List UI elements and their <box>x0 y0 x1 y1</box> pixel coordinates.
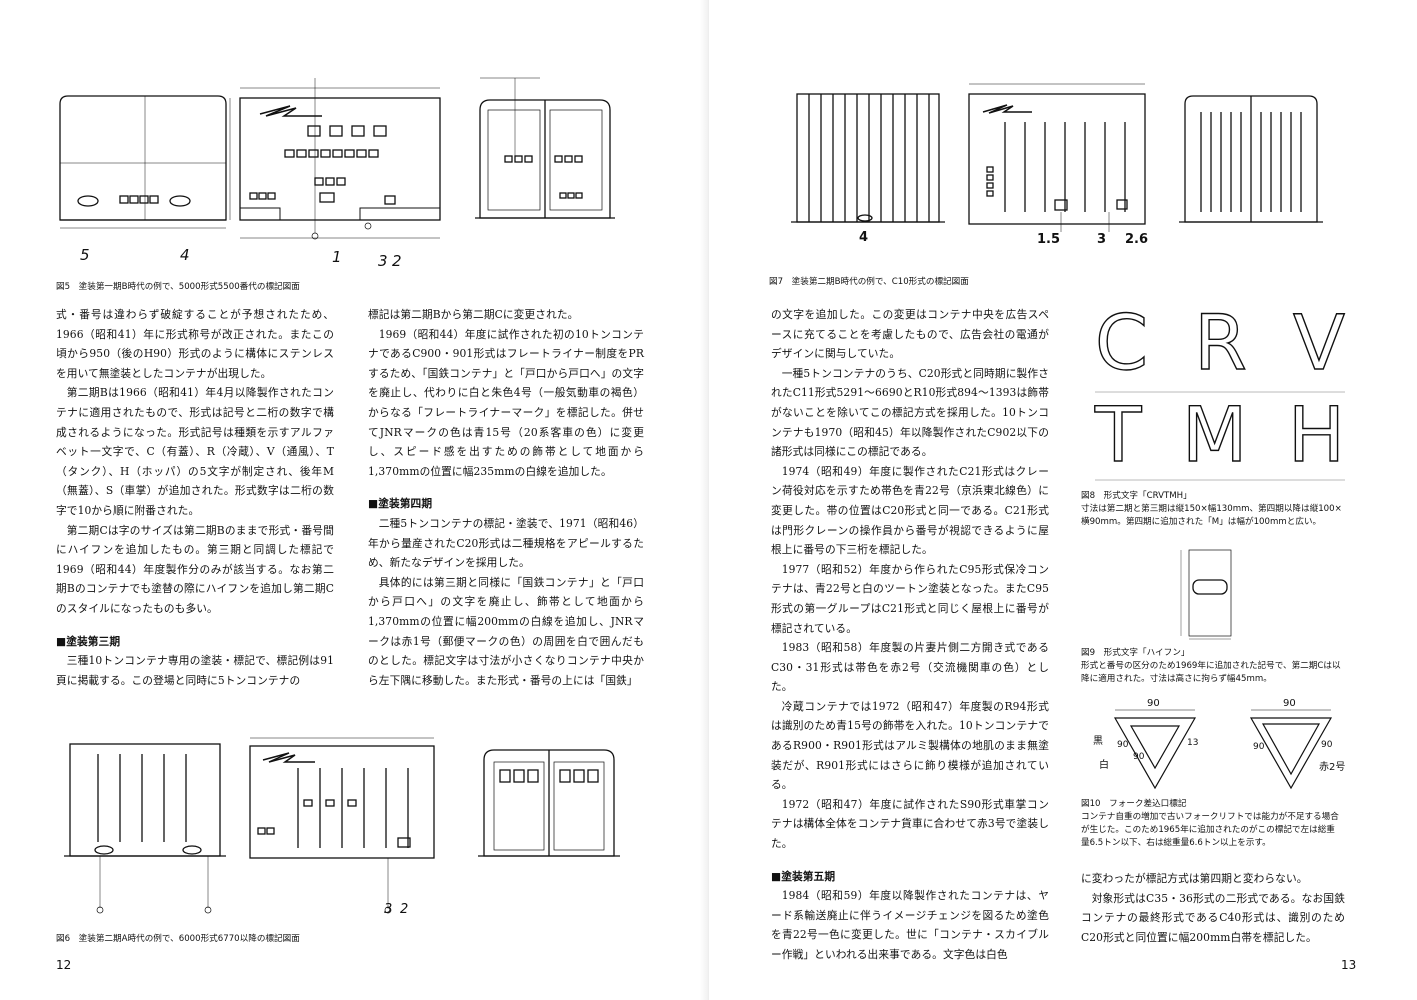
letter-v: V <box>1292 298 1345 387</box>
fig5-callout: 3 <box>378 252 388 270</box>
fig5-callout: 2 <box>392 252 402 270</box>
section-heading: ■塗装第五期 <box>771 869 836 883</box>
figure-9-caption: 図9 形式文字「ハイフン」 形式と番号の区分のため1969年に追加された記号で、… <box>1081 648 1341 684</box>
figure-6-drawing: 3 2 <box>58 730 658 920</box>
fig7-callout: 4 <box>859 230 869 245</box>
body-paragraph: 1977（昭和52）年度から作られたC95形式保冷コンテナは、青22号と白のツー… <box>771 562 1049 635</box>
right-page: 4 1.5 3 2.6 図7 塗装第二期B時代の例で、C10形式の標記図面 の文… <box>709 0 1417 1000</box>
section-heading: ■塗装第四期 <box>368 497 433 511</box>
figure-7-caption: 図7 塗装第二期B時代の例で、C10形式の標記図面 <box>769 277 969 287</box>
figure-5-drawing: 5 4 1 3 2 <box>50 68 660 273</box>
figure-7-drawing: 4 1.5 3 2.6 <box>787 72 1387 262</box>
figure-10-caption: 図10 フォーク差込口標記 コンテナ自重の増加で古いフォークリフトでは能力が不足… <box>1081 799 1339 848</box>
fig10-dim: 13 <box>1187 738 1199 748</box>
fig10-dim: 90 <box>1253 742 1265 752</box>
body-paragraph: 第二期Bは1966（昭和41）年4月以降製作されたコンテナに適用されたもので、形… <box>56 386 334 517</box>
body-paragraph: 一種5トンコンテナのうち、C20形式と同時期に製作されたC11形式5291～66… <box>771 366 1049 459</box>
fig6-callout: 3 <box>384 902 393 917</box>
fig6-callout: 2 <box>400 902 409 917</box>
body-paragraph: 標記は第二期Bから第二期Cに変更された。 <box>368 308 579 321</box>
letter-c: C <box>1094 298 1149 387</box>
figure-8-letters: C R V T M H <box>1094 298 1346 484</box>
figure-5-caption: 図5 塗装第一期B時代の例で、5000形式5500番代の標記図面 <box>56 282 300 292</box>
figure-9-hyphen <box>1175 546 1245 642</box>
body-paragraph: 1969（昭和44）年度に試作された初の10トンコンテナであるC900・901形… <box>368 327 644 478</box>
fig7-callout: 3 <box>1097 232 1107 247</box>
figure-10-fork-marks: 90 90 90 13 黒 白 90 90 90 赤2号 <box>1087 698 1357 800</box>
right-text-column-1: の文字を追加した。この変更はコンテナ中央を広告スペースに充てることを考慮したもの… <box>771 305 1049 965</box>
body-paragraph: 第二期Cは字のサイズは第二期Bのままで形式・番号間にハイフンを追加したもの。第三… <box>56 523 334 615</box>
body-paragraph: 1972（昭和47）年度に試作されたS90形式車掌コンテナは構体全体をコンテナ貨… <box>771 797 1049 851</box>
body-paragraph: 二種5トンコンテナの標記・塗装で、1971（昭和46）年から量産されたC20形式… <box>368 516 644 570</box>
fig5-callout: 4 <box>180 246 190 264</box>
fig7-callout: 1.5 <box>1037 232 1061 247</box>
fig10-dim: 90 <box>1147 698 1160 709</box>
fig10-dim: 90 <box>1321 740 1333 750</box>
fig10-color-label: 白 <box>1099 760 1109 771</box>
body-paragraph: 対象形式はC35・36形式の二形式である。なお国鉄コンテナの最終形式であるC40… <box>1081 891 1345 944</box>
left-text-column-2: 標記は第二期Bから第二期Cに変更された。 1969（昭和44）年度に試作された初の… <box>368 305 644 690</box>
left-page: 5 4 1 3 2 図5 塗装第一期B時代の例で、5000形式5500番代の標記… <box>0 0 708 1000</box>
body-paragraph: 三種10トンコンテナ専用の塗装・標記で、標記例は91頁に掲載する。この登場と同時… <box>56 654 334 687</box>
letter-r: R <box>1193 298 1247 387</box>
fig10-dim: 90 <box>1117 740 1129 750</box>
page-number: 12 <box>56 958 72 972</box>
fig10-dim: 90 <box>1283 698 1296 709</box>
fig10-color-label: 赤2号 <box>1319 762 1346 773</box>
body-paragraph: に変わったが標記方式は第四期と変わらない。 <box>1081 872 1308 885</box>
fig5-callout: 5 <box>80 246 90 264</box>
figure-6-caption: 図6 塗装第二期A時代の例で、6000形式6770以降の標記図面 <box>56 934 300 944</box>
right-text-column-2: に変わったが標記方式は第四期と変わらない。対象形式はC35・36形式の二形式であ… <box>1081 869 1345 947</box>
letter-m: M <box>1181 390 1248 479</box>
fig10-dim: 90 <box>1133 752 1145 762</box>
fig10-color-label: 黒 <box>1093 736 1103 747</box>
section-heading: ■塗装第三期 <box>56 634 121 648</box>
left-text-column-1: 式・番号は違わらず破綻することが予想されたため、1966（昭和41）年に形式称号… <box>56 305 334 690</box>
body-paragraph: の文字を追加した。この変更はコンテナ中央を広告スペースに充てることを考慮したもの… <box>771 308 1049 361</box>
body-paragraph: 冷蔵コンテナでは1972（昭和47）年度製のR94形式は識別のため青15号の飾帯… <box>771 699 1049 792</box>
body-paragraph: 1983（昭和58）年度製の片妻片側二方開き式であるC30・31形式は帯色を赤2… <box>771 641 1049 694</box>
body-paragraph: 1984（昭和59）年度以降製作されたコンテナは、ヤード系輸送廃止に伴うイメージ… <box>771 889 1049 961</box>
letter-h: H <box>1287 390 1346 479</box>
body-paragraph: 1974（昭和49）年度に製作されたC21形式はクレーン荷役対応を示すため帯色を… <box>771 464 1049 557</box>
body-paragraph: 具体的には第三期と同様に「国鉄コンテナ」と「戸口から戸口へ」の文字を廃止し、飾帯… <box>368 575 644 687</box>
page-number: 13 <box>1341 958 1357 972</box>
fig5-callout: 1 <box>332 248 342 266</box>
letter-t: T <box>1094 390 1142 479</box>
body-paragraph: 式・番号は違わらず破綻することが予想されたため、1966（昭和41）年に形式称号… <box>56 308 334 380</box>
figure-8-caption: 図8 形式文字「CRVTMH」 寸法は第二期と第三期は縦150×幅130mm、第… <box>1081 491 1342 527</box>
fig7-callout: 2.6 <box>1125 232 1149 247</box>
